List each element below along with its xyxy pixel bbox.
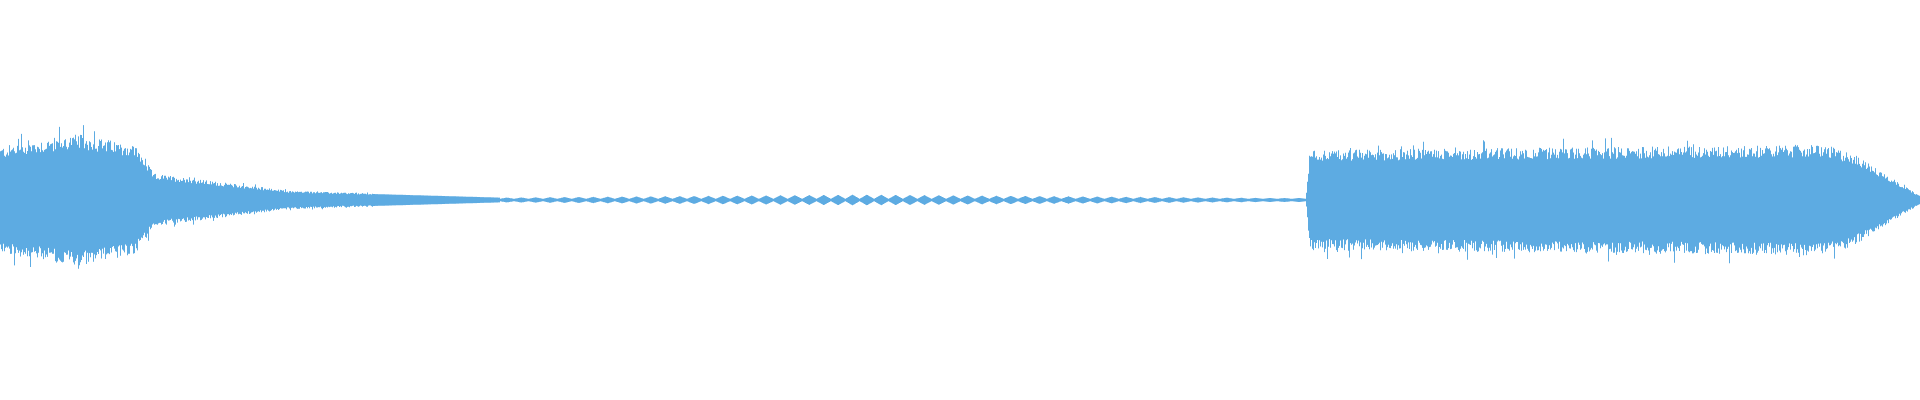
waveform-path <box>0 125 1920 269</box>
waveform-bars <box>0 125 1920 269</box>
